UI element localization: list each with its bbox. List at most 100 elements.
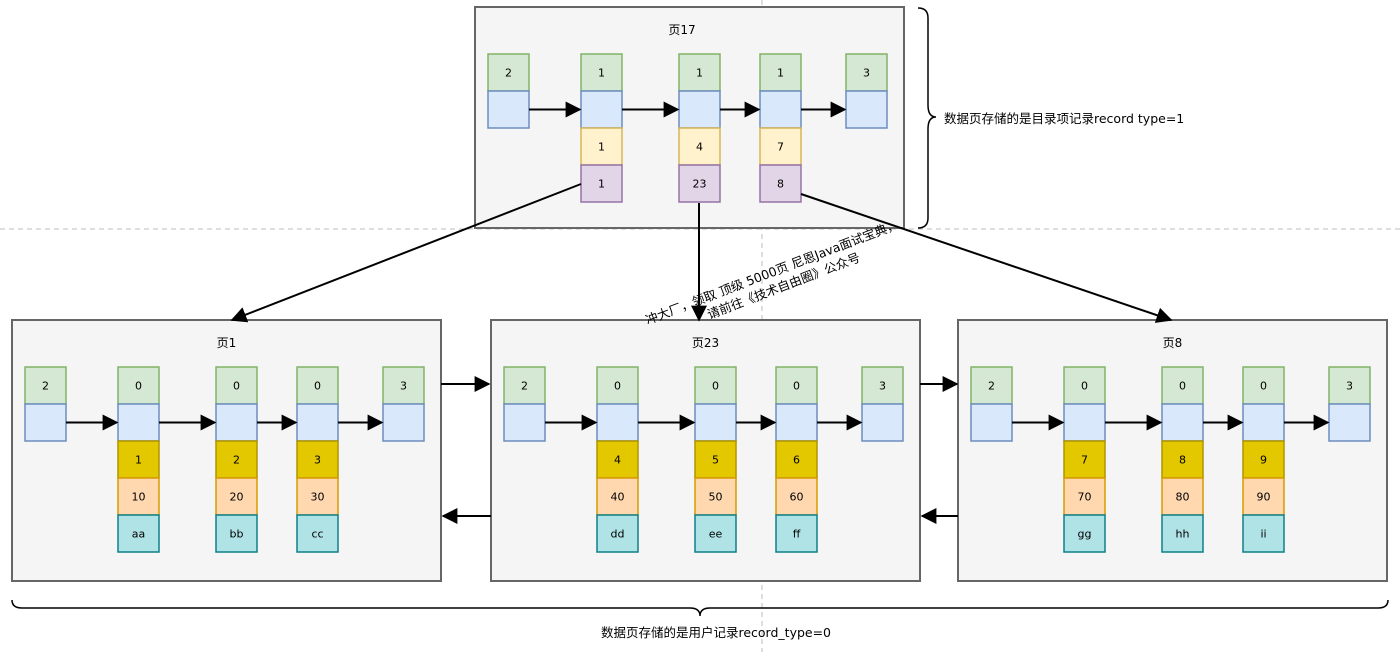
leaf-page-0-record-3-pointer <box>296 403 339 442</box>
leaf-page-0-record-4-pointer-box <box>382 403 425 442</box>
leaf-page-0-record-1-c1-box <box>117 477 160 516</box>
leaf-page-2-record-2-pointer <box>1161 403 1204 442</box>
leaf-page-1-record-1-id: 4 <box>596 440 639 479</box>
leaf-page-2-record-1-header-label: 0 <box>1081 380 1088 393</box>
leaf-page-1-record-2-c2-label: ee <box>709 528 723 541</box>
leaf-page-2-record-4-pointer <box>1328 403 1371 442</box>
top-brace <box>917 7 937 229</box>
leaf-page-0-record-1-id-box <box>117 440 160 479</box>
leaf-page-1-record-1-pointer <box>596 403 639 442</box>
leaf-page-1-record-2-pointer-box <box>694 403 737 442</box>
leaf-page-2-record-3-header: 0 <box>1242 366 1285 405</box>
leaf-page-0-record-3-c1-box <box>296 477 339 516</box>
leaf-page-1-record-1-c1: 40 <box>596 477 639 516</box>
leaf-page-1-record-3-c1: 60 <box>775 477 818 516</box>
directory-note: 数据页存储的是目录项记录record type=1 <box>944 111 1184 126</box>
leaf-page-2-record-1-pointer <box>1063 403 1106 442</box>
leaf-page-1-record-1-pointer-box <box>596 403 639 442</box>
leaf-page-2-record-3-header-label: 0 <box>1260 380 1267 393</box>
leaf-page-2-record-3-pointer <box>1242 403 1285 442</box>
leaf-page-1-record-4-pointer <box>861 403 904 442</box>
leaf-page-0-record-3-header-label: 0 <box>314 380 321 393</box>
leaf-page-0-record-1-c2-box <box>117 514 160 553</box>
leaf-page-1-record-2-pointer <box>694 403 737 442</box>
top-record-0-header-label: 2 <box>505 67 512 80</box>
leaf-page-2-record-1-c2-label: gg <box>1078 528 1092 541</box>
top-record-3-key-box <box>759 127 802 166</box>
leaf-page-2-record-3-c2: ii <box>1242 514 1285 553</box>
leaf-page-0-record-1-c1: 10 <box>117 477 160 516</box>
leaf-page-2-record-3-c1: 90 <box>1242 477 1285 516</box>
leaf-page-1-record-0-pointer-box <box>503 403 546 442</box>
leaf-page-0-record-0-pointer <box>24 403 67 442</box>
leaf-page-2-record-1-pointer-box <box>1063 403 1106 442</box>
leaf-page-1-record-3-header: 0 <box>775 366 818 405</box>
leaf-page-0-record-2-header: 0 <box>215 366 258 405</box>
leaf-page-2-record-2-c2-label: hh <box>1176 528 1190 541</box>
top-record-2-key: 4 <box>678 127 721 166</box>
top-record-2-header-box <box>678 53 721 92</box>
top-record-2-header: 1 <box>678 53 721 92</box>
leaf-page-0-record-3-id-label: 3 <box>314 454 321 467</box>
leaf-page-0-record-0-header: 2 <box>24 366 67 405</box>
leaf-page-title: 页23 <box>692 336 719 350</box>
leaf-page-0-record-3-c2: cc <box>296 514 339 553</box>
leaf-page-1-record-2-header-label: 0 <box>712 380 719 393</box>
top-record-0-pointer-box <box>487 90 530 129</box>
leaf-page-2-record-4-header: 3 <box>1328 366 1371 405</box>
leaf-page-0-record-1-id: 1 <box>117 440 160 479</box>
top-record-0-header: 2 <box>487 53 530 92</box>
leaf-page-2-record-2-c1: 80 <box>1161 477 1204 516</box>
leaf-page-1-record-1-header-label: 0 <box>614 380 621 393</box>
top-record-0-header-box <box>487 53 530 92</box>
user-note: 数据页存储的是用户记录record_type=0 <box>601 625 831 640</box>
top-record-3-header-label: 1 <box>777 67 784 80</box>
leaf-page-0-record-2-header-label: 0 <box>233 380 240 393</box>
leaf-page-0-record-3-c2-box <box>296 514 339 553</box>
leaf-page-1-record-2-id: 5 <box>694 440 737 479</box>
leaf-page-2-record-1-c1-box <box>1063 477 1106 516</box>
leaf-page-0-record-1-header: 0 <box>117 366 160 405</box>
leaf-page-0-record-2-pointer <box>215 403 258 442</box>
leaf-page-0-record-1-pointer <box>117 403 160 442</box>
leaf-page-1-record-1-c2: dd <box>596 514 639 553</box>
leaf-page-0-record-2-c1-box <box>215 477 258 516</box>
leaf-page-2-record-4-pointer-box <box>1328 403 1371 442</box>
leaf-page-1-record-3-id-label: 6 <box>793 454 800 467</box>
leaf-page-2-record-2-id-box <box>1161 440 1204 479</box>
top-record-1-page-no-box <box>580 164 623 203</box>
leaf-page-1-record-2-c1: 50 <box>694 477 737 516</box>
leaf-page-1-record-1-c2-label: dd <box>611 528 625 541</box>
top-record-3-page-no-label: 8 <box>777 178 784 191</box>
leaf-page-1-record-4-header-label: 3 <box>879 380 886 393</box>
leaf-page-0-record-2-id-label: 2 <box>233 454 240 467</box>
leaf-page-1-record-1-c2-box <box>596 514 639 553</box>
leaf-page-1-record-0-header-box <box>503 366 546 405</box>
leaf-page-0-record-3-header: 0 <box>296 366 339 405</box>
leaf-page-1-record-0-pointer <box>503 403 546 442</box>
top-record-2-key-box <box>678 127 721 166</box>
leaf-page-0-record-3-c2-label: cc <box>311 528 323 541</box>
leaf-page-1-record-0-header-label: 2 <box>521 380 528 393</box>
leaf-page-1-record-2-c2: ee <box>694 514 737 553</box>
leaf-page-0-record-1-header-box <box>117 366 160 405</box>
leaf-page-0-record-2-c2-box <box>215 514 258 553</box>
leaf-page-1-record-3-c1-label: 60 <box>790 491 804 504</box>
top-record-2-pointer <box>678 90 721 129</box>
top-record-2-key-label: 4 <box>696 141 703 154</box>
pointer-arrow-page8 <box>800 193 1173 323</box>
leaf-page-2-record-2-c2: hh <box>1161 514 1204 553</box>
leaf-page-1-record-1-header: 0 <box>596 366 639 405</box>
leaf-page-2-record-0-header-label: 2 <box>988 380 995 393</box>
leaf-page-2-record-2-c1-label: 80 <box>1176 491 1190 504</box>
leaf-page-1-record-0-header: 2 <box>503 366 546 405</box>
leaf-page-2-record-2-c1-box <box>1161 477 1204 516</box>
leaf-page-0-record-2-c1-label: 20 <box>230 491 244 504</box>
leaf-page-2-record-0-pointer-box <box>970 403 1013 442</box>
top-record-2-header-label: 1 <box>696 67 703 80</box>
leaf-page-title: 页1 <box>217 336 237 350</box>
top-record-1-page-no-label: 1 <box>598 178 605 191</box>
